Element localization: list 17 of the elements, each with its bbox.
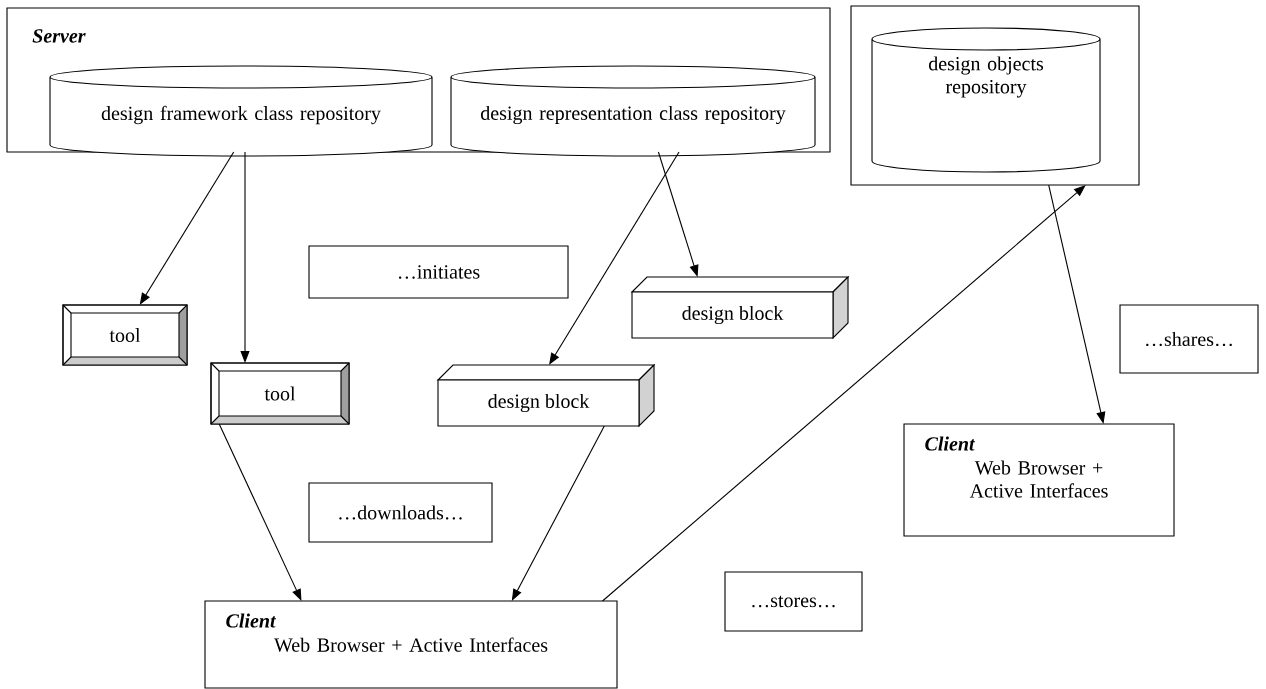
client-box: Client Web Browser + Active Interfaces [903, 423, 1175, 537]
arrow [218, 423, 302, 601]
arrow [657, 151, 699, 277]
text-box: …downloads… [308, 482, 493, 543]
client-box: Client Web Browser + Active Interfaces [204, 600, 618, 689]
text-box: …stores… [724, 571, 863, 632]
tool-button: tool [210, 362, 350, 425]
text-box: …shares… [1119, 304, 1259, 374]
cylinder: design framework class repository [49, 65, 433, 157]
arrow [139, 151, 235, 305]
tool-button: tool [62, 304, 188, 366]
arrow [1048, 184, 1106, 424]
arrow [601, 185, 1086, 602]
cylinder: design representation class repository [450, 65, 816, 157]
text-box: …initiates [308, 245, 569, 299]
arrow [549, 151, 680, 365]
cylinder: design objects repository [871, 27, 1101, 173]
